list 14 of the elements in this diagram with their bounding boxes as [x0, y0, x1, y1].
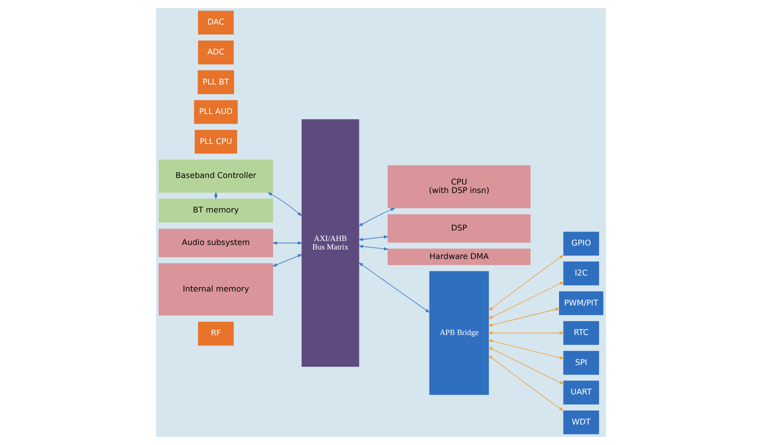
arrow [358, 235, 389, 241]
arrow [488, 340, 564, 360]
arrow [272, 254, 302, 266]
arrow [358, 244, 389, 250]
arrow [488, 308, 560, 327]
arrow [488, 254, 564, 311]
arrow [358, 208, 396, 226]
arrow [488, 331, 564, 335]
arrow [488, 355, 564, 412]
arrow [268, 192, 302, 216]
arrow [358, 262, 430, 313]
arrow [272, 241, 303, 245]
arrow [488, 347, 564, 385]
arrow [488, 282, 564, 320]
